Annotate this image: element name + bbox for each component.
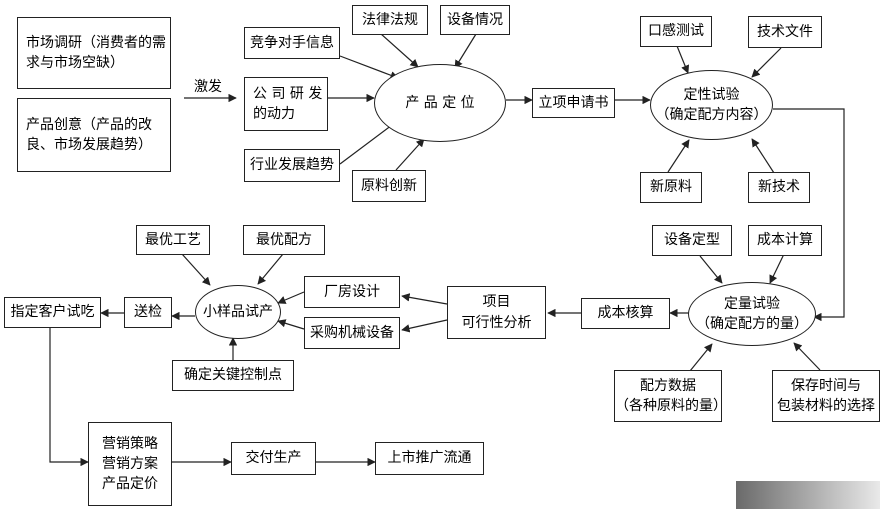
arrow-feas-purchase: [401, 319, 448, 333]
arrow-purchase-pilot: [277, 319, 305, 330]
industry-trend-box: 行业发展趋势: [244, 149, 340, 182]
taste-test-box: 口感测试: [640, 16, 712, 47]
arrow-techdoc-qual: [751, 47, 782, 78]
arrow-bestrecipe-pilot: [257, 253, 284, 285]
recipe-data-box: 配方数据 （各种原料的量）: [614, 370, 727, 422]
feasibility-box: 项目 可行性分析: [447, 286, 546, 339]
equipment-status-box: 设备情况: [440, 5, 510, 35]
arrow-competitor-positioning: [339, 55, 399, 80]
arrow-plant-pilot: [277, 291, 305, 304]
launch-box: 上市推广流通: [375, 442, 484, 475]
cost-accounting-box: 成本核算: [581, 298, 670, 329]
qualitative-test-ellipse: 定性试验 （确定配方内容）: [650, 70, 773, 140]
market-research-box: 市场调研（消费者的需 求与市场空缺）: [17, 17, 171, 89]
arrow-qual-quant: [773, 108, 845, 322]
arrow-equipfinal-quant: [699, 255, 723, 284]
product-idea-box: 产品创意（产品的改 良、市场发展趋势）: [17, 98, 171, 172]
quantitative-test-ellipse: 定量试验 （确定配方的量）: [688, 282, 816, 346]
gradient-bar: [736, 481, 880, 509]
arrow-cost-quant: [769, 253, 785, 284]
plant-design-box: 厂房设计: [304, 276, 400, 308]
send-inspect-box: 送检: [124, 297, 172, 328]
arrow-equipment-positioning: [454, 33, 477, 69]
best-process-box: 最优工艺: [136, 225, 210, 255]
proposal-box: 立项申请书: [532, 88, 615, 118]
best-recipe-box: 最优配方: [243, 225, 325, 255]
arrow-laws-positioning: [380, 33, 419, 68]
equipment-final-box: 设备定型: [652, 225, 732, 256]
customer-trial-box: 指定客户试吃: [4, 297, 101, 328]
competitor-info-box: 竞争对手信息: [244, 27, 340, 59]
positioning-ellipse: 产 品 定 位: [374, 64, 506, 142]
arrow-customer-marketing: [49, 328, 89, 467]
purchase-equipment-box: 采购机械设备: [304, 317, 400, 349]
arrow-newtech-qual: [751, 138, 775, 174]
new-tech-box: 新技术: [748, 172, 810, 203]
arrow-feas-plant: [401, 293, 448, 305]
arrow-trend-positioning: [339, 121, 397, 165]
key-control-box: 确定关键控制点: [172, 360, 294, 391]
pilot-production-ellipse: 小样品试产: [195, 285, 281, 339]
marketing-box: 营销策略 营销方案 产品定价: [88, 422, 172, 506]
tech-docs-box: 技术文件: [748, 16, 822, 48]
raw-innovation-box: 原料创新: [352, 170, 426, 202]
arrow-shelf-quant: [793, 342, 821, 371]
arrow-bestprocess-pilot: [181, 253, 211, 286]
cost-calc-box: 成本计算: [748, 225, 822, 256]
laws-box: 法律法规: [352, 5, 428, 35]
arrow-raw-positioning: [395, 138, 425, 171]
arrow-newmat-qual: [667, 139, 690, 173]
trigger-label: 激发: [194, 79, 222, 95]
new-material-box: 新原料: [640, 172, 702, 203]
deliver-production-box: 交付生产: [231, 442, 316, 475]
arrow-recipe-quant: [689, 343, 713, 372]
shelf-life-packaging-box: 保存时间与 包装材料的选择: [772, 370, 880, 422]
company-motive-box: 公 司 研 发 的动力: [244, 77, 328, 131]
arrow-taste-qual: [676, 45, 690, 74]
